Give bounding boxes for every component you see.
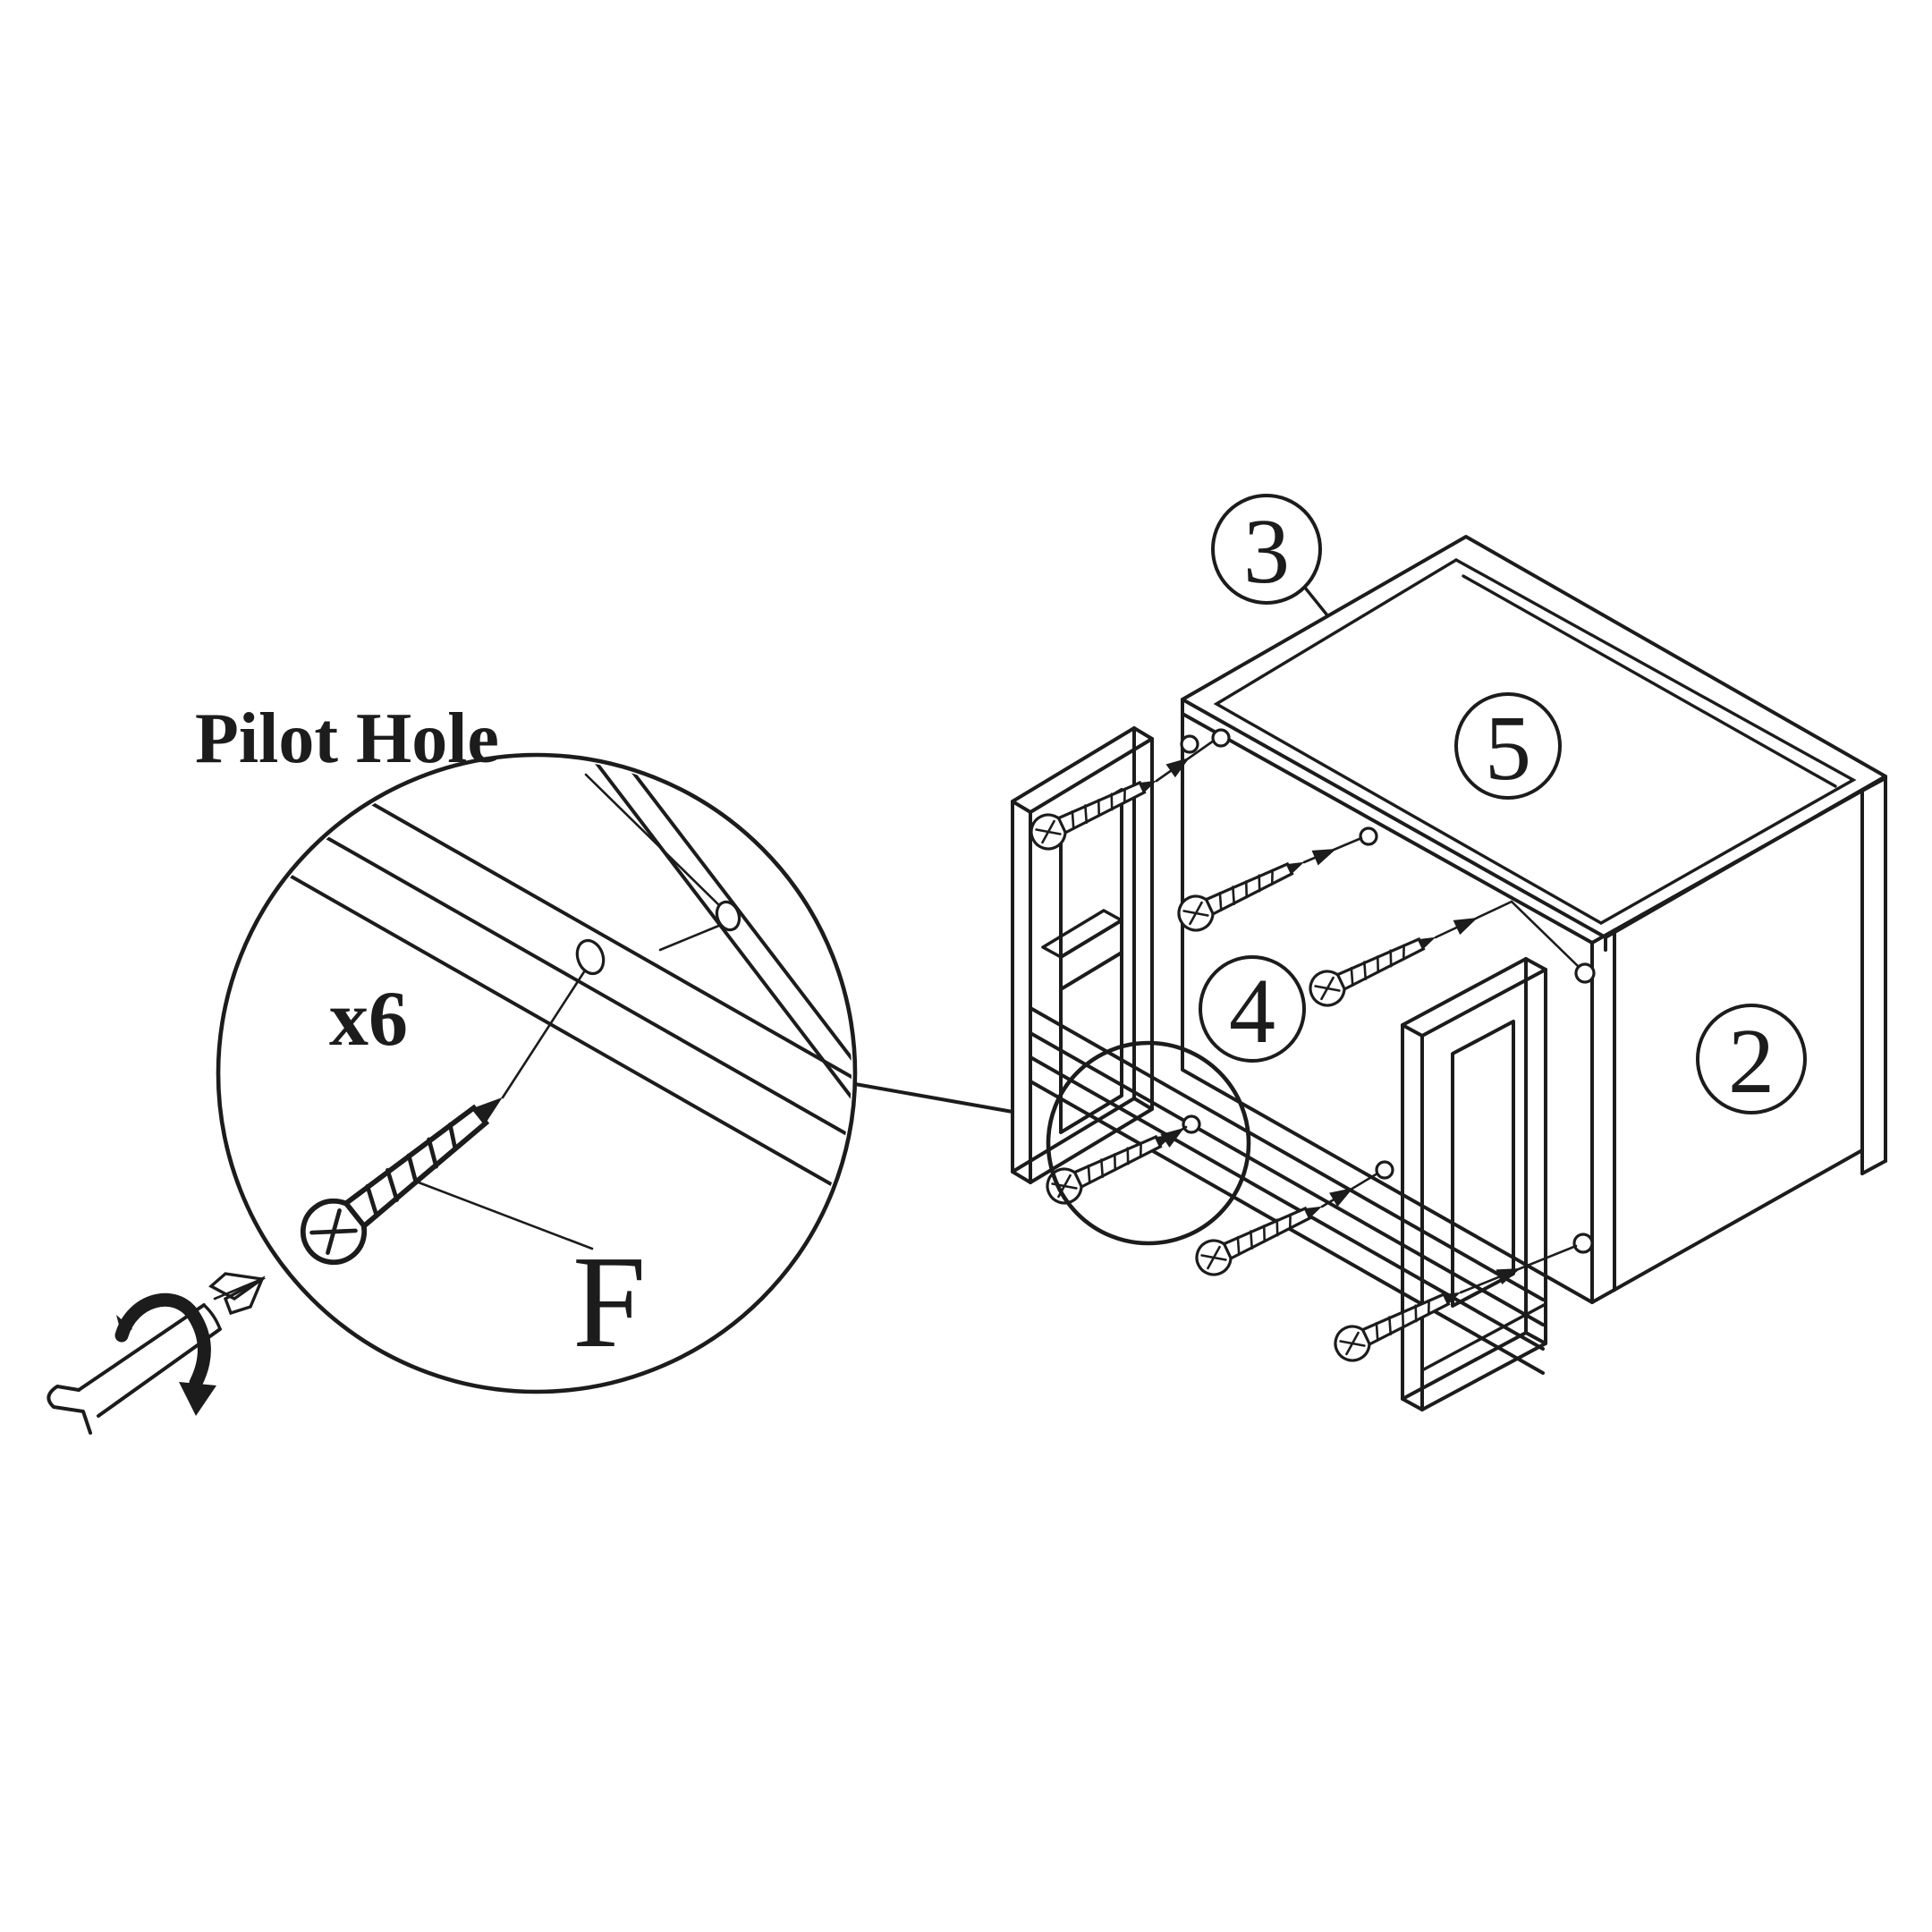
callout-circle	[1454, 692, 1562, 800]
pilot-hole-icon	[575, 938, 606, 976]
leg-bar-edge-line	[499, 758, 852, 1167]
rotation-arrow-head	[179, 1382, 216, 1416]
frame-corner-connector	[1011, 800, 1032, 814]
cabinet-assembly	[1011, 535, 1887, 1411]
callout-connector-line	[853, 1082, 1014, 1114]
callout-circle	[1199, 955, 1306, 1063]
pilot-hole-icon	[1572, 1233, 1594, 1254]
pilot-hole-icon	[1375, 1160, 1394, 1180]
phillips-tip-groove	[213, 1277, 264, 1301]
leg-frame-crossbar	[1059, 919, 1123, 959]
screw-icon	[1172, 844, 1313, 937]
rail-edge-line	[222, 816, 852, 1227]
frame-corner-connector	[1524, 1331, 1547, 1345]
part-number-label: 5	[1485, 697, 1531, 800]
side-panel-part2	[1590, 776, 1887, 1304]
part-number-label: 4	[1229, 960, 1275, 1063]
frame-corner-connector	[1524, 957, 1547, 971]
panel-edge-cap	[1860, 1159, 1887, 1175]
phillips-tip-flange	[223, 1275, 266, 1316]
detail-circle-outline	[216, 752, 858, 1394]
screw-icon	[1303, 919, 1445, 1013]
panel-edge-cap	[1590, 928, 1616, 945]
pilot-hole-label: Pilot Hole	[195, 699, 499, 778]
panel-top-edge	[1613, 789, 1864, 932]
frame-corner-connector	[1132, 1097, 1154, 1111]
screw-icon	[1024, 763, 1165, 856]
assembly-screws	[1024, 739, 1580, 1368]
leg-frame-crossbar	[1059, 951, 1123, 991]
pilot-hole-icon	[1180, 734, 1199, 754]
rail-edge-line	[222, 758, 852, 1168]
frame-corner-connector	[1102, 909, 1123, 922]
bit-break-end	[47, 1385, 92, 1435]
bottom-rail-line	[1029, 1055, 1545, 1351]
arrowhead-icon	[1311, 841, 1340, 866]
part-number-label: 2	[1728, 1010, 1775, 1113]
leg-frame-inner-edge	[1451, 1020, 1515, 1308]
leg-bar-edge-line	[499, 758, 852, 1128]
part-callouts: 3 5 4 2	[1199, 494, 1807, 1114]
pilot-hole-pointer-line	[658, 923, 723, 952]
arrowhead-icon	[1453, 910, 1481, 936]
rotation-arrow-arc	[114, 1292, 211, 1390]
callout-circle	[1211, 494, 1322, 605]
bottom-rail-line	[1029, 1006, 1545, 1301]
arrowhead-icon	[1165, 750, 1195, 778]
pilot-hole-leader-line	[584, 773, 723, 909]
panel-bottom-edge	[1613, 1148, 1864, 1292]
frame-corner-connector	[1401, 1023, 1424, 1038]
rotation-arrow-icon	[114, 1292, 216, 1416]
frame-corner-connector	[1132, 726, 1154, 741]
callout-circle	[1696, 1004, 1807, 1114]
callout-leader-line	[1300, 581, 1329, 617]
bottom-rail-line	[1029, 1031, 1545, 1326]
screw-icon	[1190, 1189, 1331, 1282]
part-number-label: 3	[1243, 500, 1290, 603]
bit-shaft-edge	[77, 1303, 206, 1392]
phillips-tip-flange	[208, 1272, 267, 1301]
part-callout-4: 4	[1199, 955, 1306, 1063]
screw-label: F	[572, 1229, 646, 1376]
panel-edge-cap	[1860, 776, 1887, 792]
panel-edge-cap	[1590, 1288, 1616, 1304]
pilot-hole-icon	[715, 900, 741, 932]
part-callout-3: 3	[1211, 494, 1322, 605]
pilot-hole-callout: Pilot Hole	[195, 699, 723, 909]
rotation-arrow-tail	[116, 1315, 132, 1335]
bit-collar-line	[202, 1303, 222, 1331]
magnified-joint-lines	[222, 758, 852, 1227]
pilot-hole-icon	[1182, 1114, 1201, 1134]
pilot-hole-icon	[1211, 728, 1231, 748]
screw-f-icon	[291, 1073, 521, 1275]
quantity-label: x6	[329, 976, 408, 1063]
right-leg-frame	[1401, 957, 1547, 1411]
frame-corner-connector	[1041, 945, 1063, 959]
pilot-hole-icon	[1359, 826, 1378, 846]
frame-corner-connector	[1011, 1170, 1032, 1184]
top-frame-inner-edge	[1213, 558, 1857, 925]
pilot-holes	[1180, 728, 1596, 1254]
screw-label-leader-line	[417, 1181, 594, 1250]
pilot-hole-icon	[1574, 962, 1596, 984]
part-callout-2: 2	[1696, 1004, 1807, 1114]
screw-trajectory-line	[1510, 900, 1580, 968]
top-panel-seam-line	[1462, 574, 1837, 788]
magnifier-source-circle	[1046, 1040, 1251, 1246]
part-callout-5: 5	[1454, 692, 1562, 800]
leg-frame-rail-line	[1420, 1302, 1547, 1372]
screw-trajectory-line	[501, 969, 587, 1099]
frame-corner-connector	[1401, 1397, 1424, 1411]
leg-frame-crossbar-back	[1041, 909, 1106, 949]
